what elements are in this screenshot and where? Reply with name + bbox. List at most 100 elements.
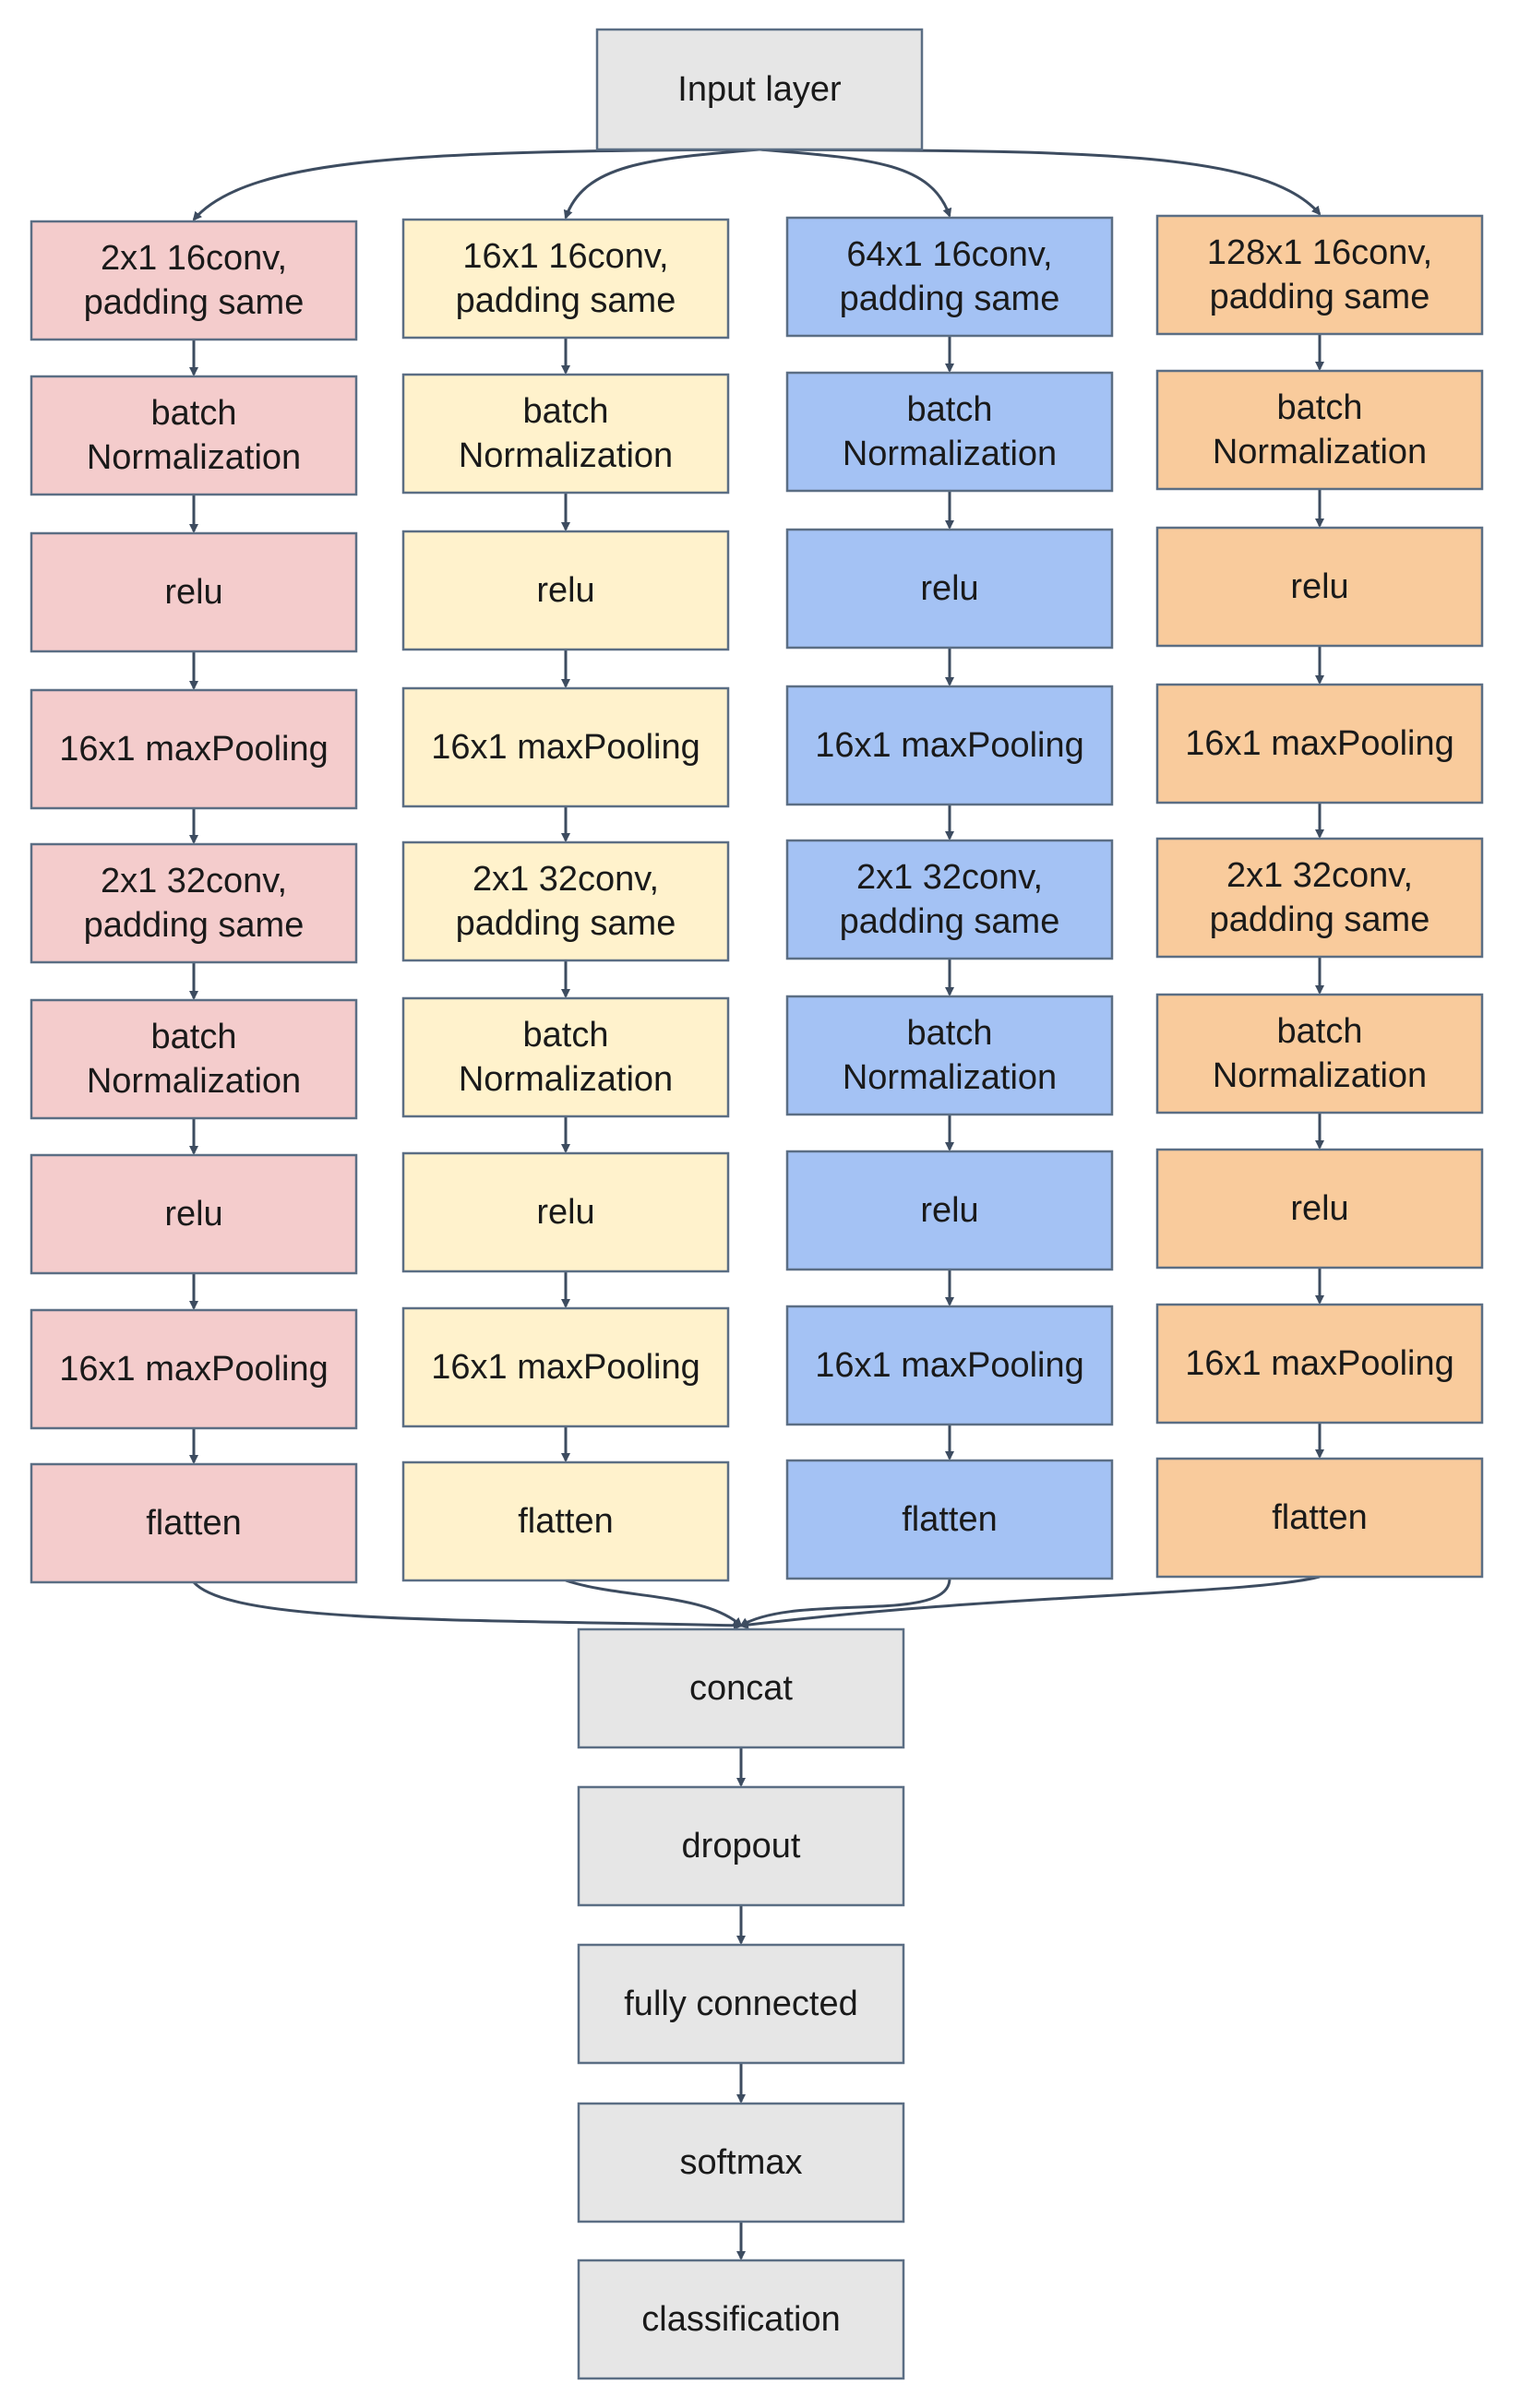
branch-3-layer-8-box-shape <box>785 1305 1114 1426</box>
branch-3-layer-2-box-label-line-1: batch <box>907 390 993 429</box>
head-concat-box-label-line-1: concat <box>689 1669 793 1708</box>
edge-branch-3-to-concat <box>739 1578 951 1627</box>
edge-branch-1-to-concat <box>192 1580 743 1630</box>
head-fully-connected-box-shape <box>577 1943 905 2065</box>
branch-4-layer-8-box-label-line-1: 16x1 maxPooling <box>1185 1344 1454 1383</box>
branch-4-layer-9-box-label-line-1: flatten <box>1272 1498 1368 1537</box>
branch-4-layer-9-box-shape <box>1155 1457 1484 1579</box>
branch-1-layer-1-box-label-line-1: 2x1 16conv, <box>101 239 287 278</box>
input-layer-box: Input layer <box>595 28 924 151</box>
branch-1-layer-9-box-label-line-1: flatten <box>146 1504 242 1543</box>
head-classification-box: classification <box>577 2259 905 2380</box>
branch-3-layer-4-box-shape <box>785 685 1114 806</box>
branch-1-layer-6-box-label-line-2: Normalization <box>87 1062 301 1101</box>
edge-branch-4-to-concat <box>739 1575 1321 1630</box>
branch-4-layer-1-box: 128x1 16conv,padding same <box>1155 214 1484 336</box>
branch-1-layer-3-box-shape <box>30 531 358 653</box>
branch-4-layer-4-box-shape <box>1155 683 1484 805</box>
branch-1-layer-1-box-label-line-2: padding same <box>84 283 305 322</box>
branch-4-layer-2-box-label-line-1: batch <box>1277 388 1363 427</box>
branch-1-layer-2-box-label-line-1: batch <box>151 394 237 433</box>
branch-1-layer-5-box: 2x1 32conv, padding same <box>30 842 358 964</box>
branch-3-layer-4-box-label-line-1: 16x1 maxPooling <box>815 726 1084 765</box>
branch-3-layer-5-box-label-line-2: padding same <box>840 902 1060 941</box>
branch-1-layer-4-box-label-line-1: 16x1 maxPooling <box>59 730 329 769</box>
branch-2-layer-3-box: relu <box>401 530 730 651</box>
branch-2-layer-2-box-shape <box>401 373 730 495</box>
branch-1-layer-2-box-shape <box>30 375 358 496</box>
branch-1-layer-5-box-shape <box>30 842 358 964</box>
branch-3-layer-5-box-label-line-1: 2x1 32conv, <box>856 858 1043 897</box>
branch-1-layer-6-box-shape <box>30 998 358 1120</box>
head-dropout-box: dropout <box>577 1785 905 1907</box>
branch-4-layer-2-box-shape <box>1155 369 1484 491</box>
branch-1-layer-2-box-label-line-2: Normalization <box>87 438 301 477</box>
branch-2-layer-1-box-shape <box>401 218 730 340</box>
branch-4-layer-1-box-label-line-1: 128x1 16conv, <box>1207 233 1432 272</box>
branch-3-layer-7-box-shape <box>785 1150 1114 1271</box>
branch-2-layer-2-box-label-line-2: Normalization <box>459 436 673 475</box>
edge-input-to-branch-3 <box>759 148 952 218</box>
head-softmax-box-shape <box>577 2102 905 2223</box>
branch-1-layer-5-box-label-line-1: 2x1 32conv, <box>101 862 287 900</box>
branch-4-layer-7-box: relu <box>1155 1148 1484 1270</box>
branch-4-layer-7-box-shape <box>1155 1148 1484 1270</box>
head-dropout-box-label-line-1: dropout <box>682 1827 801 1866</box>
branch-1-layer-8-box-label-line-1: 16x1 maxPooling <box>59 1350 329 1389</box>
branch-2-layer-4-box-label-line-1: 16x1 maxPooling <box>431 728 700 767</box>
branch-1-layer-5-box-label-line-2: padding same <box>84 906 305 945</box>
branch-3-layer-1-box-label-line-2: padding same <box>840 280 1060 318</box>
branch-1-layer-3-box-label-line-1: relu <box>164 573 222 612</box>
branch-3-layer-9-box-label-line-1: flatten <box>902 1500 998 1539</box>
branch-3-layer-8-box: 16x1 maxPooling <box>785 1305 1114 1426</box>
head-classification-box-label-line-1: classification <box>641 2300 840 2339</box>
branch-2-layer-5-box: 2x1 32conv, padding same <box>401 840 730 962</box>
head-softmax-box-label-line-1: softmax <box>679 2143 802 2182</box>
branch-2-layer-9-box: flatten <box>401 1460 730 1582</box>
branch-3-layer-6-box-shape <box>785 995 1114 1116</box>
edge-input-to-branch-1 <box>192 148 760 221</box>
branch-4-layer-5-box-label-line-1: 2x1 32conv, <box>1226 856 1413 895</box>
branch-3-layer-5-box-shape <box>785 839 1114 960</box>
branch-4-layer-6-box-label-line-2: Normalization <box>1213 1056 1427 1095</box>
branch-2-layer-8-box-shape <box>401 1306 730 1428</box>
branch-3-layer-2-box-shape <box>785 371 1114 493</box>
branch-2-layer-7-box-shape <box>401 1151 730 1273</box>
branch-2-layer-6-box-shape <box>401 996 730 1118</box>
branch-2-layer-1-box-label-line-1: 16x1 16conv, <box>462 237 668 276</box>
branch-2-layer-3-box-label-line-1: relu <box>536 571 594 610</box>
branch-2-layer-4-box: 16x1 maxPooling <box>401 686 730 808</box>
branch-1-layer-3-box: relu <box>30 531 358 653</box>
branch-3-layer-1-box: 64x1 16conv,padding same <box>785 216 1114 338</box>
branch-1-layer-8-box: 16x1 maxPooling <box>30 1308 358 1430</box>
branch-2-layer-5-box-label-line-2: padding same <box>456 904 676 943</box>
branch-2-layer-2-box-label-line-1: batch <box>523 392 609 431</box>
branch-1-layer-4-box: 16x1 maxPooling <box>30 688 358 810</box>
edges-layer <box>189 148 1324 2260</box>
head-dropout-box-shape <box>577 1785 905 1907</box>
branch-2-layer-7-box: relu <box>401 1151 730 1273</box>
branch-4-layer-6-box-shape <box>1155 993 1484 1115</box>
branch-3-layer-3-box-label-line-1: relu <box>920 569 978 608</box>
input-layer-box-shape <box>595 28 924 151</box>
branch-4-layer-1-box-shape <box>1155 214 1484 336</box>
branch-1-layer-8-box-shape <box>30 1308 358 1430</box>
branch-2-layer-7-box-label-line-1: relu <box>536 1193 594 1232</box>
head-classification-box-shape <box>577 2259 905 2380</box>
branch-3-layer-1-box-shape <box>785 216 1114 338</box>
branch-2-layer-5-box-label-line-1: 2x1 32conv, <box>472 860 659 899</box>
branch-1-layer-6-box-label-line-1: batch <box>151 1018 237 1056</box>
branch-3-layer-4-box: 16x1 maxPooling <box>785 685 1114 806</box>
branch-4-layer-5-box-shape <box>1155 837 1484 959</box>
branch-4-layer-3-box: relu <box>1155 526 1484 648</box>
edge-branch-2-to-concat <box>565 1579 743 1627</box>
branch-2-layer-5-box-shape <box>401 840 730 962</box>
branch-3-layer-6-box-label-line-1: batch <box>907 1014 993 1053</box>
branch-3-layer-8-box-label-line-1: 16x1 maxPooling <box>815 1346 1084 1385</box>
branch-1-layer-9-box-shape <box>30 1462 358 1584</box>
